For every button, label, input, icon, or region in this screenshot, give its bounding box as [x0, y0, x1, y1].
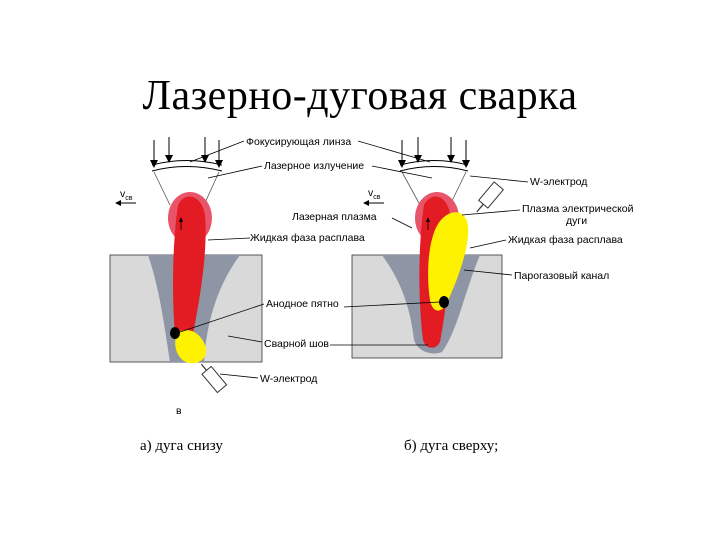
label-anode-spot: Анодное пятно [266, 298, 339, 310]
label-laser-beam: Лазерное излучение [264, 160, 364, 172]
label-liquid-phase-left: Жидкая фаза расплава [250, 232, 365, 244]
label-liquid-phase-right: Жидкая фаза расплава [508, 234, 623, 246]
velocity-label-right: vсв [368, 187, 381, 201]
diagram-arc-above: vсв [330, 137, 529, 359]
arc-plasma-right [428, 212, 469, 311]
label-laser-plasma: Лазерная плазма [292, 211, 377, 223]
velocity-label-left: vсв [120, 188, 133, 202]
anode-spot-left [170, 327, 180, 339]
label-w-electrode-bottom: W-электрод [260, 373, 317, 385]
caption-right: б) дуга сверху; [404, 438, 498, 454]
label-weld-seam: Сварной шов [264, 338, 329, 350]
w-electrode-top [476, 181, 505, 213]
label-lens: Фокусирующая линза [246, 136, 351, 148]
slide-title: Лазерно-дуговая сварка [142, 73, 578, 119]
fig-letter: в [176, 405, 182, 417]
label-arc-plasma-1: Плазма электрической [522, 203, 634, 215]
caption-left: а) дуга снизу [140, 438, 223, 454]
label-vapor-channel: Парогазовый канал [514, 270, 609, 282]
label-w-electrode-top: W-электрод [530, 176, 587, 188]
diagram-arc-below: vсв в [109, 137, 265, 417]
anode-spot-right [439, 296, 449, 308]
label-arc-plasma-2: дуги [566, 215, 587, 227]
keyhole-left [173, 196, 206, 343]
arc-plasma-left [175, 329, 207, 364]
w-electrode-bottom [200, 363, 228, 394]
